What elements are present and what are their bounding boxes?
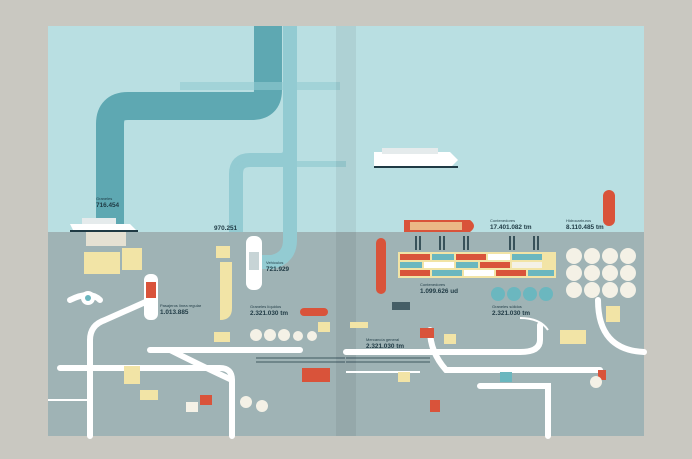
annotation-pasajeros: Pasajeros línea regular 1.013.885 — [160, 303, 202, 316]
annotation-caption: Graneles líquidos — [250, 304, 281, 309]
annotation-value: 2.321.030 tm — [250, 310, 288, 317]
annotation-mercancia: Mercancía general 2.321.030 tm — [366, 337, 404, 350]
annotation-caption: Contenedores — [490, 218, 515, 223]
rail-tracks — [256, 357, 430, 363]
left-warehouses — [124, 308, 330, 412]
annotation-caption: Contenedores — [420, 282, 445, 287]
annotation-970: 970.251 — [214, 225, 238, 232]
annotation-value: 1.099.626 ud — [420, 288, 458, 295]
annotation-contenedores-tm: Contenedores 17.401.082 tm — [490, 218, 532, 231]
quay-cranes — [415, 236, 539, 250]
annotation-caption: Vehículos — [266, 260, 283, 265]
cruise-ship — [374, 148, 458, 168]
shipping-channels — [96, 26, 346, 269]
right-buildings — [350, 302, 620, 412]
grain-terminal — [84, 232, 142, 274]
annotation-value: 17.401.082 tm — [490, 224, 532, 231]
annotation-vehiculos: Vehículos 721.929 — [266, 260, 290, 273]
tanker-ship — [376, 238, 386, 294]
page-fold-shadow — [336, 26, 356, 436]
annotation-value: 2.321.030 tm — [492, 310, 530, 317]
annotation-graneles: Graneles 716.454 — [96, 196, 120, 209]
annotation-contenedores-ud: Contenedores 1.099.626 ud — [420, 282, 458, 295]
road-network — [57, 292, 647, 439]
annotation-value: 1.013.885 — [160, 309, 189, 316]
container-yard — [398, 252, 556, 278]
left-tanks — [240, 329, 317, 412]
annotation-value: 2.321.030 tm — [366, 343, 404, 350]
roundabout — [81, 291, 95, 305]
tanker-ship-right — [603, 190, 615, 226]
annotation-caption: Graneles — [96, 196, 112, 201]
bulk-silos — [491, 287, 553, 301]
annotation-graneles-liquidos: Graneles líquidos 2.321.030 tm — [250, 304, 288, 317]
annotation-value: 970.251 — [214, 225, 238, 232]
annotation-graneles-solidos: Graneles sólidos 2.321.030 tm — [492, 304, 530, 317]
annotation-value: 721.929 — [266, 266, 290, 273]
container-ship — [404, 220, 474, 232]
liquid-bulk-pier — [216, 236, 262, 320]
annotation-caption: Pasajeros línea regular — [160, 303, 202, 308]
vertical-ferry — [144, 274, 158, 320]
annotation-caption: Graneles sólidos — [492, 304, 522, 309]
annotation-caption: Mercancía general — [366, 337, 399, 342]
annotation-caption: Hidrocarburos — [566, 218, 591, 223]
annotation-value: 716.454 — [96, 202, 120, 209]
annotation-value: 8.110.485 tm — [566, 224, 604, 231]
passenger-ship — [70, 218, 138, 232]
hydrocarbon-tanks — [566, 248, 636, 298]
annotation-hidrocarburos: Hidrocarburos 8.110.485 tm — [566, 218, 604, 231]
